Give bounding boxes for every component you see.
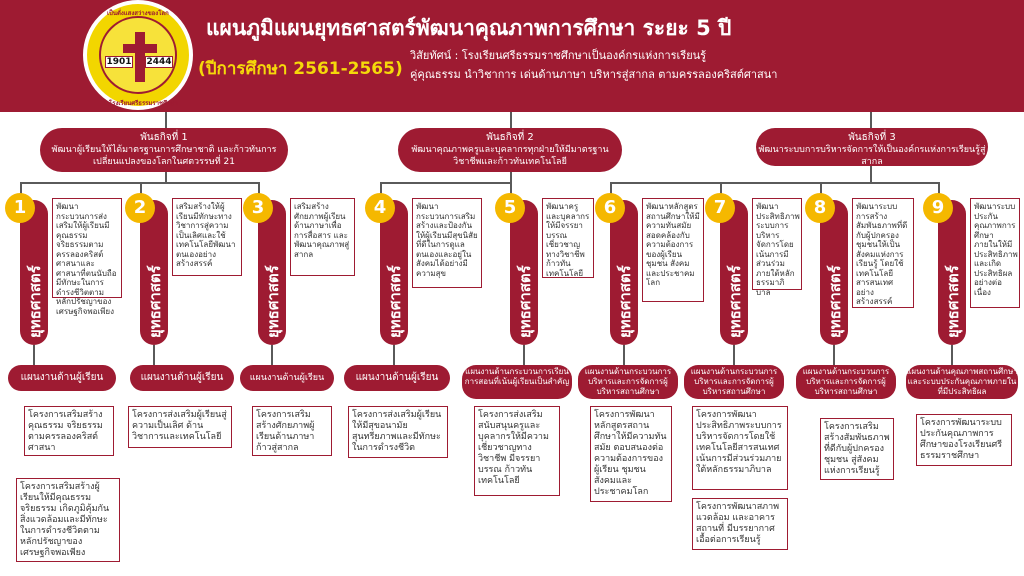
mission-2-title: พันธกิจที่ 2 xyxy=(486,132,534,143)
plan-5: แผนงานด้านกระบวนการเรียนการสอนที่เน้นผู้… xyxy=(462,365,572,399)
vision-text: วิสัยทัศน์ : โรงเรียนศรีธรรมราชศึกษาเป็น… xyxy=(410,49,707,62)
connector-line xyxy=(820,182,822,200)
plan-1: แผนงานด้านผู้เรียน xyxy=(8,365,116,391)
connector-line xyxy=(33,345,35,365)
strategy-3-number: 3 xyxy=(243,193,273,223)
strategy-1-number: 1 xyxy=(5,193,35,223)
connector-line xyxy=(20,182,22,200)
logo-year-left: 1901 xyxy=(105,56,133,68)
strategy-8-bar: ยุทธศาสตร์ xyxy=(820,200,848,345)
mission-2: พันธกิจที่ 2 พัฒนาคุณภาพครูและบุคลากรทุก… xyxy=(398,128,622,172)
project-6: โครงการส่งเสริมสนับสนุนครูและบุคลากรให้ม… xyxy=(474,406,560,496)
strategy-5-text: พัฒนาครูและบุคลากรให้มีจรรยาบรรณเชี่ยวชา… xyxy=(542,198,594,278)
strategy-4-text: พัฒนากระบวนการเสริมสร้างและป้องกันให้ผู้… xyxy=(412,198,482,288)
strategy-7-number: 7 xyxy=(705,193,735,223)
plan-3: แผนงานด้านผู้เรียน xyxy=(240,365,334,391)
school-logo: 1901 2444 เป็นดั่งแสงสว่างของโลก โรงเรีย… xyxy=(83,0,193,110)
logo-cross-bar xyxy=(123,44,157,53)
plan-6: แผนงานด้านกระบวนการบริหารและการจัดการผู้… xyxy=(578,365,678,399)
connector-line xyxy=(610,182,612,200)
plan-2: แผนงานด้านผู้เรียน xyxy=(130,365,234,391)
strategy-2-text: เสริมสร้างให้ผู้เรียนมีทักษะทางวิชาการสู… xyxy=(172,198,242,276)
project-5: โครงการส่งเสริมผู้เรียนให้มีสุขอนามัยสุน… xyxy=(348,406,448,458)
strategy-3-bar: ยุทธศาสตร์ xyxy=(258,200,286,345)
project-8: โครงการพัฒนาประสิทธิภาพระบบการบริหารจัดก… xyxy=(692,406,788,490)
project-2: โครงการเสริมสร้างผู้เรียนให้มีคุณธรรม จร… xyxy=(16,478,120,562)
strategy-9-number: 9 xyxy=(923,193,953,223)
project-3: โครงการส่งเสริมผู้เรียนสู่ความเป็นเลิศ ด… xyxy=(128,406,232,448)
connector-line xyxy=(870,112,872,128)
strategy-8-text: พัฒนาระบบการสร้างสัมพันธภาพที่ดีกับผู้ปก… xyxy=(852,198,914,308)
connector-line xyxy=(510,112,512,128)
connector-line xyxy=(951,345,953,365)
strategy-4-bar: ยุทธศาสตร์ xyxy=(380,200,408,345)
plan-8: แผนงานด้านกระบวนการบริหารและการจัดการผู้… xyxy=(796,365,896,399)
strategy-5-number: 5 xyxy=(495,193,525,223)
plan-4: แผนงานด้านผู้เรียน xyxy=(344,365,450,391)
header-banner: 1901 2444 เป็นดั่งแสงสว่างของโลก โรงเรีย… xyxy=(0,0,1024,112)
connector-line xyxy=(720,182,722,200)
strategy-8-number: 8 xyxy=(805,193,835,223)
logo-cross-icon xyxy=(135,32,145,82)
project-1: โครงการเสริมสร้างคุณธรรม จริยธรรมตามครรล… xyxy=(24,406,114,456)
connector-line xyxy=(165,112,167,128)
connector-line xyxy=(938,182,940,200)
logo-ring-bottom: โรงเรียนศรีธรรมราชศึกษา xyxy=(109,100,178,107)
logo-year-right: 2444 xyxy=(145,56,173,68)
connector-line xyxy=(833,345,835,365)
strategy-6-number: 6 xyxy=(595,193,625,223)
logo-inner-circle: 1901 2444 xyxy=(99,16,177,94)
strategy-6-text: พัฒนาหลักสูตรสถานศึกษาให้มีความทันสมัยสอ… xyxy=(642,198,704,302)
connector-line xyxy=(523,345,525,365)
strategy-7-bar: ยุทธศาสตร์ xyxy=(720,200,748,345)
mission-3-text: พัฒนาระบบการบริหารจัดการให้เป็นองค์กรแห่… xyxy=(758,145,986,167)
connector-line xyxy=(153,345,155,365)
connector-line xyxy=(380,182,382,200)
strategy-9-text: พัฒนาระบบประกันคุณภาพการศึกษาภายในให้มีป… xyxy=(970,198,1020,308)
connector-line xyxy=(393,345,395,365)
connector-line xyxy=(271,345,273,365)
strategy-2-bar: ยุทธศาสตร์ xyxy=(140,200,168,345)
connector-line xyxy=(510,172,512,200)
strategy-7-text: พัฒนาประสิทธิภาพระบบการบริหารจัดการโดยเน… xyxy=(752,198,802,297)
motto-text: คู่คุณธรรม นำวิชาการ เด่นด้านภาษา บริหาร… xyxy=(410,68,778,81)
project-9: โครงการพัฒนาสภาพแวดล้อม และอาคารสถานที่ … xyxy=(692,498,788,550)
connector-line xyxy=(610,182,940,184)
connector-line xyxy=(733,345,735,365)
plan-7: แผนงานด้านกระบวนการบริหารและการจัดการผู้… xyxy=(684,365,784,399)
plan-9: แผนงานด้านคุณภาพสถานศึกษาและระบบประกันคุ… xyxy=(906,365,1018,399)
strategy-3-text: เสริมสร้างศักยภาพผู้เรียนด้านภาษาเพื่อกา… xyxy=(290,198,355,276)
mission-1: พันธกิจที่ 1 พัฒนาผู้เรียนให้ได้มาตรฐานก… xyxy=(40,128,288,172)
logo-ring-top: เป็นดั่งแสงสว่างของโลก xyxy=(107,10,169,17)
strategy-1-bar: ยุทธศาสตร์ xyxy=(20,200,48,345)
connector-line xyxy=(165,172,167,182)
strategy-5-bar: ยุทธศาสตร์ xyxy=(510,200,538,345)
connector-line xyxy=(623,345,625,365)
project-4: โครงการเสริมสร้างศักยภาพผู้เรียนด้านภาษา… xyxy=(252,406,332,456)
project-11: โครงการพัฒนาระบบประกันคุณภาพการศึกษาของโ… xyxy=(916,414,1012,466)
connector-line xyxy=(380,182,510,184)
strategy-6-bar: ยุทธศาสตร์ xyxy=(610,200,638,345)
project-10: โครงการเสริมสร้างสัมพันธภาพที่ดีกับผู้ปก… xyxy=(820,418,894,480)
project-7: โครงการพัฒนาหลักสูตรสถานศึกษาให้มีความทั… xyxy=(590,406,672,502)
mission-2-text: พัฒนาคุณภาพครูและบุคลากรทุกฝ่ายให้มีมาตร… xyxy=(411,145,609,167)
strategy-2-number: 2 xyxy=(125,193,155,223)
connector-line xyxy=(870,166,872,182)
mission-3-title: พันธกิจที่ 3 xyxy=(848,132,896,143)
academic-years: (ปีการศึกษา 2561-2565) xyxy=(198,59,403,79)
page-title: แผนภูมิแผนยุทธศาสตร์พัฒนาคุณภาพการศึกษา … xyxy=(206,16,732,40)
mission-1-title: พันธกิจที่ 1 xyxy=(140,132,188,143)
strategy-9-bar: ยุทธศาสตร์ xyxy=(938,200,966,345)
mission-3: พันธกิจที่ 3 พัฒนาระบบการบริหารจัดการให้… xyxy=(756,128,988,167)
strategy-4-number: 4 xyxy=(365,193,395,223)
mission-1-text: พัฒนาผู้เรียนให้ได้มาตรฐานการศึกษาชาติ แ… xyxy=(51,145,277,167)
strategy-1-text: พัฒนากระบวนการส่งเสริมให้ผู้เรียนมีคุณธร… xyxy=(52,198,122,316)
connector-line xyxy=(258,182,260,200)
connector-line xyxy=(140,182,142,200)
